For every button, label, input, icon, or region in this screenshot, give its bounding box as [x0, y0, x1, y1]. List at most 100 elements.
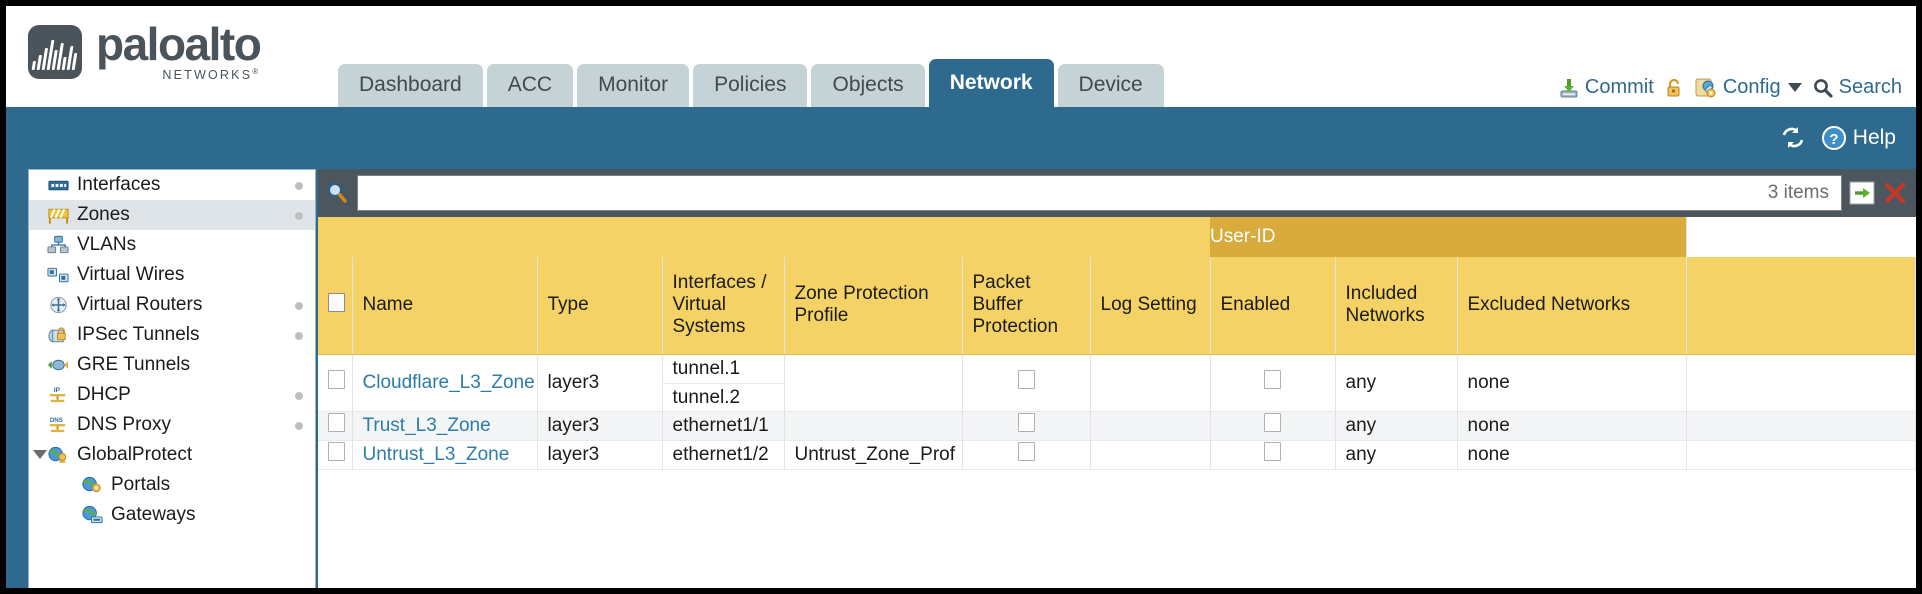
column-header-enabled[interactable]: Enabled [1210, 257, 1336, 355]
cell-userid-enabled[interactable] [1210, 411, 1336, 441]
userid-enabled-checkbox[interactable] [1264, 413, 1281, 432]
row-select-cell[interactable] [318, 440, 353, 470]
search-icon [1813, 78, 1833, 98]
column-header-type[interactable]: Type [537, 257, 663, 355]
zone-name-link[interactable]: Untrust_L3_Zone [362, 443, 510, 465]
cell-interfaces: ethernet1/1 [662, 411, 785, 441]
clear-x-icon[interactable] [1882, 180, 1908, 206]
row-select-checkbox[interactable] [328, 413, 345, 432]
apply-arrow-icon[interactable] [1849, 180, 1875, 206]
sidebar-item-status-dot [295, 332, 303, 340]
zone-name-link[interactable]: Cloudflare_L3_Zone [362, 371, 535, 393]
registered-mark: ® [252, 67, 261, 76]
sidebar-item-virtual-routers[interactable]: Virtual Routers [29, 290, 315, 320]
sidebar-item-status-dot [295, 302, 303, 310]
paloalto-logo[interactable]: paloalto NETWORKS® [6, 21, 262, 82]
svg-text:IP: IP [54, 387, 61, 394]
sidebar-item-portals[interactable]: Portals [29, 470, 315, 500]
search-button[interactable]: Search [1812, 76, 1902, 99]
tab-policies[interactable]: Policies [693, 64, 808, 107]
dhcp-icon: IP [49, 387, 66, 403]
row-select-checkbox[interactable] [328, 370, 345, 389]
help-button[interactable]: ? Help [1821, 125, 1896, 151]
packet-buffer-protection-checkbox[interactable] [1017, 442, 1035, 461]
virtual-routers-icon [50, 296, 67, 314]
config-menu-button[interactable]: Config [1694, 76, 1802, 99]
tab-dashboard[interactable]: Dashboard [338, 64, 483, 107]
sidebar-item-label: DNS Proxy [77, 414, 171, 435]
userid-enabled-checkbox[interactable] [1264, 442, 1281, 461]
row-select-checkbox[interactable] [328, 442, 345, 461]
cell-userid-enabled[interactable] [1210, 354, 1336, 412]
sidebar-item-gateways[interactable]: Gateways [29, 500, 315, 530]
sidebar-item-label: GRE Tunnels [77, 354, 190, 375]
tab-objects[interactable]: Objects [811, 64, 925, 107]
sidebar-item-label: Portals [111, 474, 171, 495]
cell-filler [1686, 354, 1916, 412]
tab-device[interactable]: Device [1057, 64, 1164, 107]
column-header-log-setting[interactable]: Log Setting [1090, 257, 1211, 355]
cell-name[interactable]: Trust_L3_Zone [352, 411, 538, 441]
paloalto-waveform-icon [28, 25, 82, 80]
sidebar-item-ipsec-tunnels[interactable]: IPSec Tunnels [29, 320, 315, 350]
help-question-icon: ? [1821, 126, 1846, 150]
cell-packet-buffer-protection[interactable] [962, 411, 1091, 441]
select-all-header[interactable] [318, 257, 353, 355]
row-select-cell[interactable] [318, 411, 353, 441]
globalprotect-icon [48, 446, 67, 463]
interface-value: tunnel.2 [662, 382, 784, 411]
column-header-zone-protection-profile[interactable]: Zone Protection Profile [784, 257, 963, 355]
refresh-icon[interactable] [1779, 125, 1807, 151]
packet-buffer-protection-checkbox[interactable] [1017, 370, 1035, 389]
sidebar-item-virtual-wires[interactable]: Virtual Wires [29, 260, 315, 290]
column-header-packet-buffer-protection[interactable]: Packet Buffer Protection [962, 257, 1091, 355]
gateways-icon [82, 505, 103, 524]
sidebar-item-status-dot [295, 422, 303, 430]
lock-button[interactable] [1664, 77, 1684, 99]
row-select-cell[interactable] [318, 354, 353, 412]
column-header-name[interactable]: Name [352, 257, 538, 355]
select-all-checkbox[interactable] [328, 292, 345, 312]
svg-text:DNS: DNS [50, 417, 63, 424]
cell-packet-buffer-protection[interactable] [962, 354, 1091, 412]
commit-button[interactable]: Commit [1558, 76, 1654, 99]
search-field-wrapper[interactable]: 3 items [357, 175, 1842, 211]
sidebar-item-dns-proxy[interactable]: DNS DNS Proxy [29, 410, 315, 440]
search-magnifier-icon[interactable] [324, 180, 350, 206]
sidebar-item-gre-tunnels[interactable]: GRE Tunnels [29, 350, 315, 380]
cell-name[interactable]: Untrust_L3_Zone [352, 440, 538, 470]
column-header-interfaces-virtual-systems[interactable]: Interfaces / Virtual Systems [662, 257, 785, 355]
sidebar-item-vlans[interactable]: VLANs [29, 230, 315, 260]
tab-network[interactable]: Network [928, 59, 1054, 107]
userid-enabled-checkbox[interactable] [1264, 370, 1281, 389]
column-header-excluded-networks[interactable]: Excluded Networks [1457, 257, 1687, 355]
sidebar-item-zones[interactable]: Zones [29, 200, 315, 230]
ipsec-tunnels-icon [48, 327, 66, 343]
tab-monitor[interactable]: Monitor [577, 64, 690, 107]
expander-triangle-icon[interactable] [33, 450, 47, 459]
tab-acc[interactable]: ACC [486, 64, 574, 107]
packet-buffer-protection-checkbox[interactable] [1017, 413, 1035, 432]
cell-userid-enabled[interactable] [1210, 440, 1336, 470]
cell-type: layer3 [537, 354, 663, 412]
portals-icon [82, 476, 101, 493]
config-label: Config [1722, 76, 1781, 98]
cell-name[interactable]: Cloudflare_L3_Zone [352, 354, 538, 412]
sidebar-item-globalprotect[interactable]: GlobalProtect [29, 440, 315, 470]
zone-name-link[interactable]: Trust_L3_Zone [362, 414, 491, 436]
sidebar-item-interfaces[interactable]: Interfaces [29, 170, 315, 200]
column-header-included-networks[interactable]: Included Networks [1335, 257, 1458, 355]
cell-packet-buffer-protection[interactable] [962, 440, 1091, 470]
commit-download-icon [1560, 78, 1578, 97]
cell-type: layer3 [537, 440, 663, 470]
virtual-wires-icon [47, 267, 69, 283]
search-input[interactable] [358, 182, 1768, 204]
